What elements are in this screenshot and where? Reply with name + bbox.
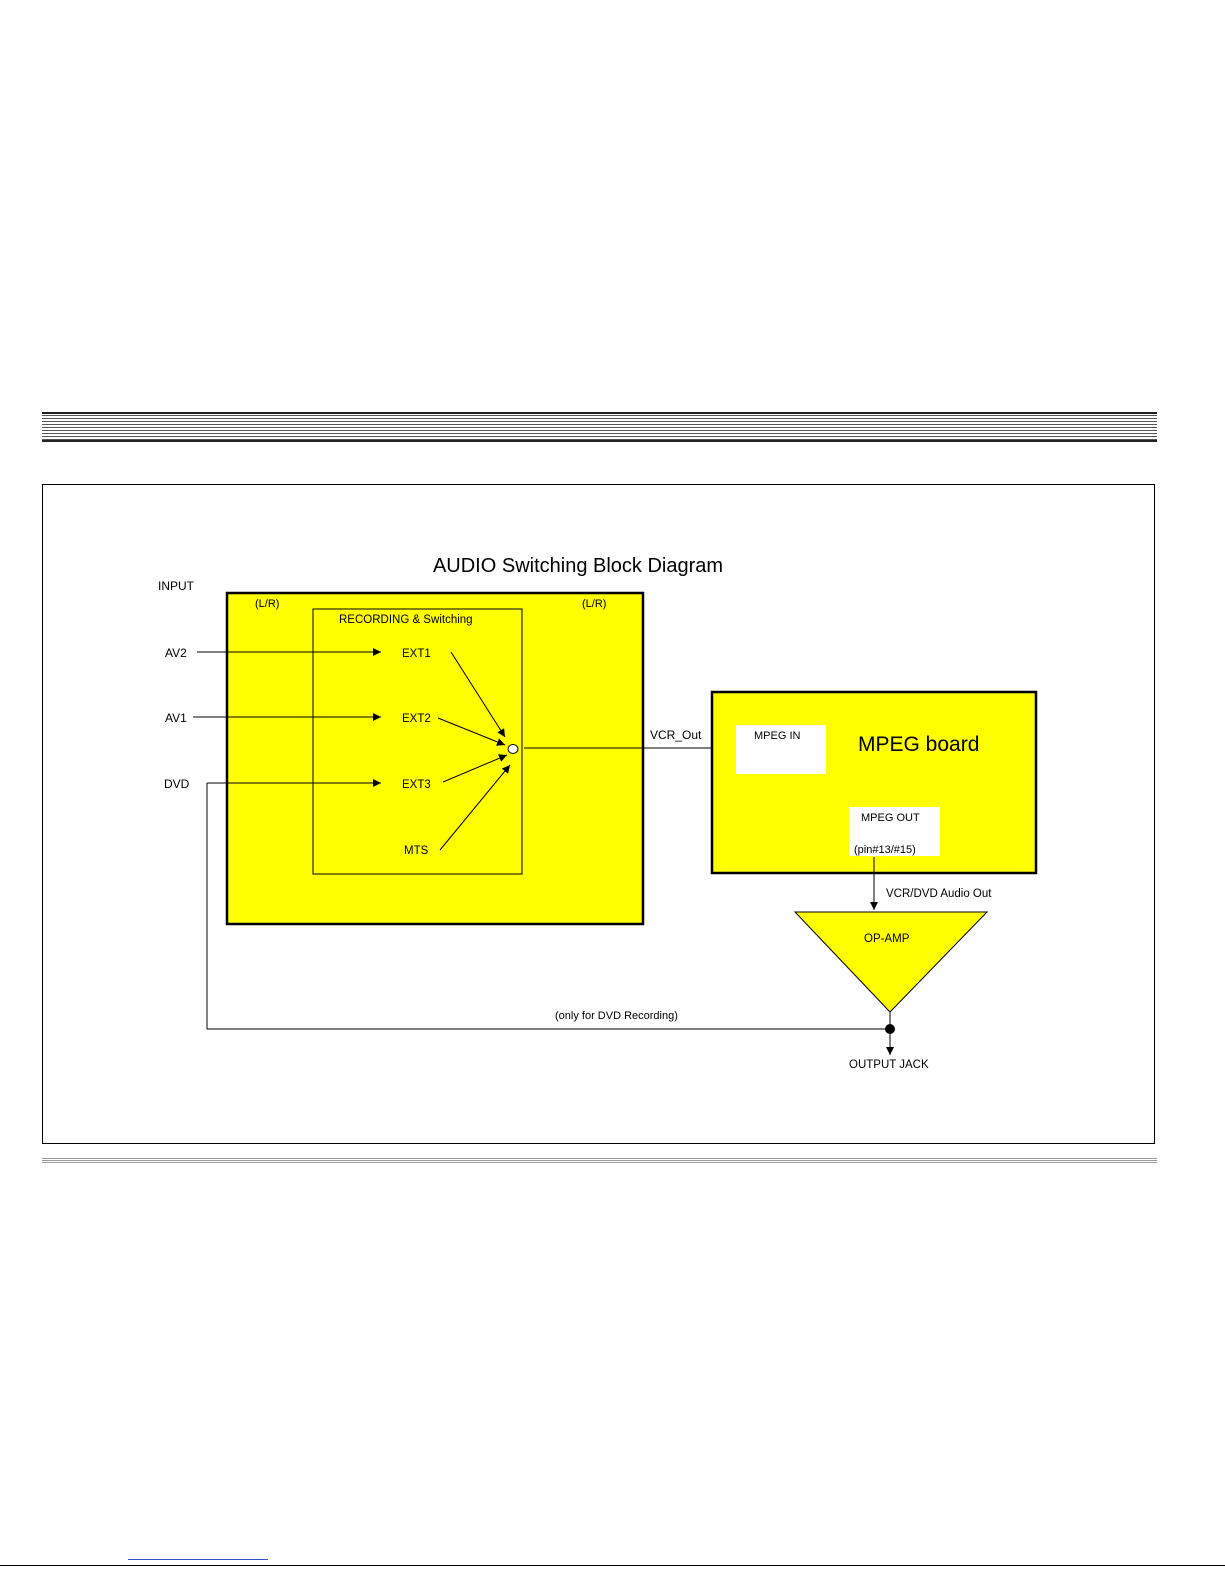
vcr-dvd-audio-out-label: VCR/DVD Audio Out [886,888,992,900]
mpeg-in-label: MPEG IN [754,730,801,742]
ext1-label: EXT1 [402,648,431,660]
op-amp-triangle [795,912,987,1012]
op-amp-label: OP-AMP [864,933,910,945]
input-av1-label: AV1 [165,711,187,725]
input-dvd-label: DVD [164,777,190,791]
mts-label: MTS [404,845,429,857]
ext3-label: EXT3 [402,779,431,791]
mpeg-board-label: MPEG board [858,733,979,756]
diagram-title: AUDIO Switching Block Diagram [433,555,723,577]
lr-right-label: (L/R) [582,598,606,610]
input-av2-label: AV2 [165,646,187,660]
input-label: INPUT [158,579,195,593]
pin-label: (pin#13/#15) [854,844,916,856]
lr-left-label: (L/R) [255,598,279,610]
vcr-out-label: VCR_Out [650,728,702,742]
output-jack-label: OUTPUT JACK [849,1059,929,1071]
switch-node [508,745,518,754]
dvd-recording-note: (only for DVD Recording) [555,1010,678,1022]
ext2-label: EXT2 [402,713,431,725]
output-junction-dot [885,1024,895,1034]
recording-switching-label: RECORDING & Switching [339,614,473,626]
mpeg-out-label: MPEG OUT [861,812,920,824]
